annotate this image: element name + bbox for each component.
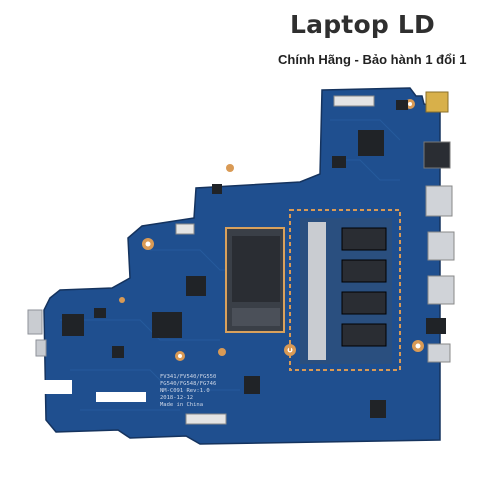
brand-tagline: Chính Hãng - Bảo hành 1 đổi 1 bbox=[278, 52, 467, 67]
silkscreen-date: 2018-12-12 bbox=[160, 395, 193, 401]
brand-title: Laptop LD bbox=[290, 10, 435, 39]
left-edge-connector bbox=[27, 309, 43, 335]
silkscreen-text: FV341/FV540/FG550 FG540/FG548/FG746 NM-C… bbox=[160, 374, 216, 408]
ram-module bbox=[289, 209, 401, 371]
top-ribbon-connector bbox=[333, 95, 375, 107]
cpu-package bbox=[225, 227, 285, 333]
silkscreen-line-3: NM-C091 Rev:1.0 bbox=[160, 388, 210, 394]
pcb-traces bbox=[60, 119, 401, 411]
silkscreen-line-4: Made in China bbox=[160, 402, 203, 408]
silkscreen-line-1: FV341/FV540/FG550 bbox=[160, 374, 216, 380]
right-side-ports bbox=[423, 91, 455, 363]
ic-chips bbox=[62, 100, 408, 418]
silkscreen-line-2: FG540/FG548/FG746 bbox=[160, 381, 216, 387]
board-label bbox=[42, 380, 72, 394]
